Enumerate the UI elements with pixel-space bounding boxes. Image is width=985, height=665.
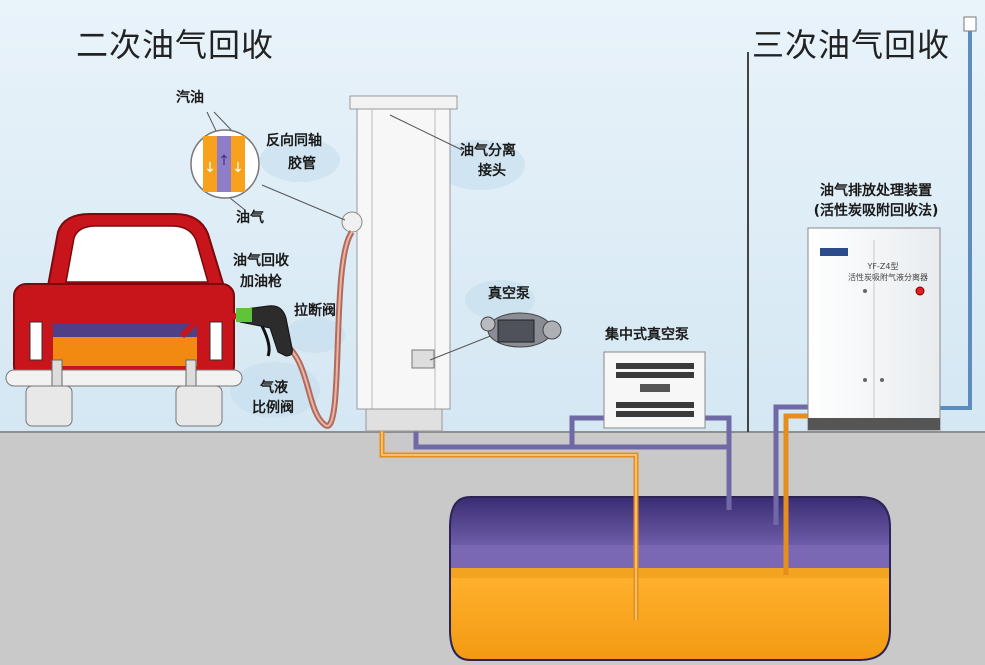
- pump-suction-pipe: [569, 415, 604, 447]
- separation-joint-label-line1: 油气分离: [460, 143, 516, 159]
- coaxial-hose-detail: ↓ ↑ ↓: [190, 129, 260, 199]
- central-vacuum-pump-unit: [603, 351, 706, 429]
- svg-text:↓: ↓: [204, 160, 216, 176]
- breakaway-valve-label: 拉断阀: [294, 303, 336, 319]
- treatment-device-label-line2: (活性炭吸附回收法): [813, 203, 939, 219]
- car: [5, 213, 243, 427]
- treatment-device-label-line1: 油气排放处理装置: [820, 183, 932, 199]
- treatment-cabinet: [807, 227, 941, 431]
- gasoline-label: 汽油: [176, 90, 204, 106]
- treatment-return-pipe: [783, 413, 808, 575]
- stage3-title: 三次油气回收: [752, 26, 951, 64]
- recovery-nozzle-label-line2: 加油枪: [240, 274, 282, 290]
- vent-pipe: [940, 30, 972, 410]
- vacuum-pump-label: 真空泵: [488, 286, 530, 302]
- coaxial-hose-label-line2: 胶管: [288, 156, 316, 172]
- svg-text:↑: ↑: [218, 153, 230, 169]
- vacuum-pump: [480, 312, 562, 348]
- recovery-nozzle-label-line1: 油气回收: [233, 253, 289, 269]
- treatment-vapor-pipe: [773, 404, 808, 525]
- cabinet-plate-line2: 活性炭吸附气液分离器: [848, 273, 928, 282]
- stage2-title: 二次油气回收: [76, 26, 275, 64]
- fuel-dispenser: [341, 95, 458, 432]
- ratio-valve-label-line1: 气液: [260, 380, 288, 396]
- leader-lines: [206, 111, 494, 361]
- pump-discharge-pipe: [705, 415, 732, 447]
- central-vacuum-pump-label: 集中式真空泵: [605, 327, 689, 343]
- vent-cap: [963, 16, 977, 32]
- coaxial-hose-label-line1: 反向同轴: [266, 133, 322, 149]
- svg-text:↓: ↓: [232, 160, 244, 176]
- separation-joint-label-line2: 接头: [478, 163, 506, 179]
- recovery-nozzle: [236, 305, 293, 357]
- storage-tank: [449, 496, 891, 661]
- vapor-label: 油气: [236, 210, 264, 226]
- cabinet-plate-line1: YF-Z4型: [867, 262, 899, 271]
- cloud-shapes: [230, 138, 535, 418]
- ratio-valve-label-line2: 比例阀: [252, 400, 294, 416]
